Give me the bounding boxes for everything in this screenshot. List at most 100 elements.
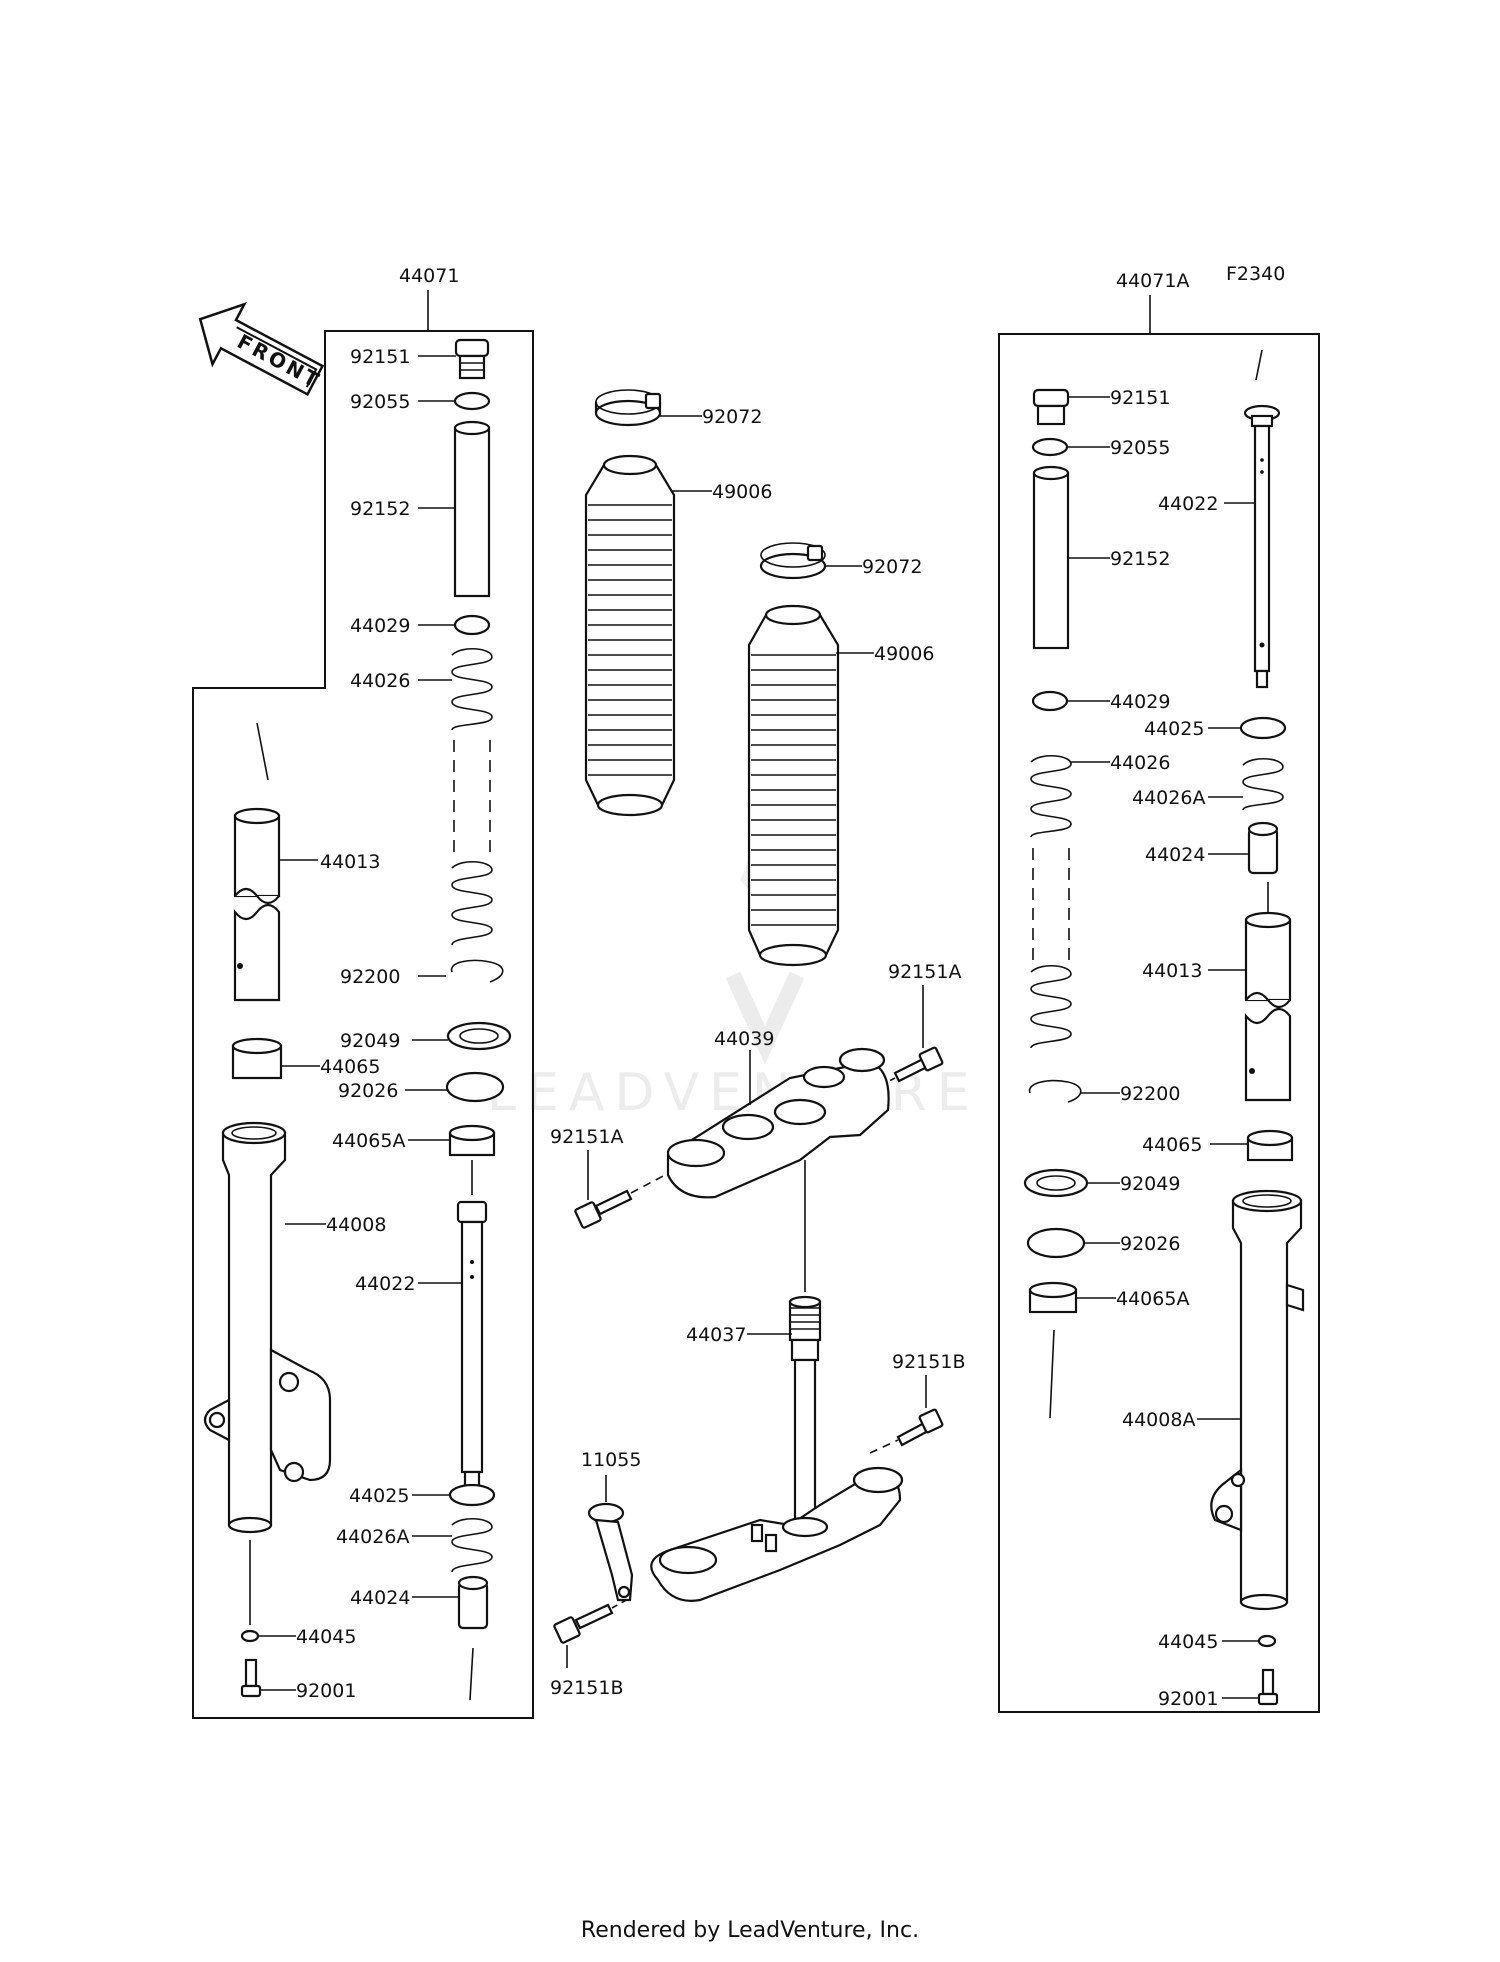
upper-bolt-right bbox=[864, 985, 944, 1094]
center-label-92072-1: 92072 bbox=[702, 406, 762, 428]
right-cylinder bbox=[1243, 349, 1281, 689]
right-guide-bushing bbox=[1246, 1129, 1294, 1162]
dust-boot-2 bbox=[747, 604, 840, 967]
boot-clamp-2 bbox=[759, 542, 827, 580]
right-label-44024: 44024 bbox=[1145, 844, 1205, 866]
right-label-92026: 92026 bbox=[1120, 1233, 1180, 1255]
boot-clamp-1 bbox=[594, 389, 662, 427]
steering-stem bbox=[788, 1160, 822, 1532]
left-label-92200: 92200 bbox=[340, 966, 400, 988]
right-label-44022: 44022 bbox=[1158, 493, 1218, 515]
left-piston-ring bbox=[233, 722, 281, 1002]
right-label-44025: 44025 bbox=[1144, 718, 1204, 740]
left-label-44013: 44013 bbox=[320, 851, 380, 873]
left-gasket bbox=[240, 1540, 260, 1643]
left-label-44045: 44045 bbox=[296, 1626, 356, 1648]
left-spring bbox=[451, 648, 493, 946]
left-circlip bbox=[450, 959, 504, 983]
center-label-44039: 44039 bbox=[714, 1028, 774, 1050]
right-label-92151: 92151 bbox=[1110, 387, 1170, 409]
right-label-44013: 44013 bbox=[1142, 960, 1202, 982]
right-fork-assembly: 44071A 92151 92055 44022 921 bbox=[998, 270, 1320, 1713]
left-guide-bushing-a bbox=[448, 1124, 496, 1157]
right-gasket bbox=[1257, 1634, 1277, 1648]
right-label-44065: 44065 bbox=[1142, 1134, 1202, 1156]
right-o-ring bbox=[1031, 437, 1069, 457]
right-outer-tube bbox=[1210, 1189, 1305, 1611]
right-washer-top bbox=[1031, 690, 1069, 712]
left-washer-bottom bbox=[448, 1483, 496, 1507]
right-label-92200: 92200 bbox=[1120, 1083, 1180, 1105]
right-label-44008a: 44008A bbox=[1122, 1409, 1195, 1431]
center-label-49006-2: 49006 bbox=[874, 643, 934, 665]
right-bottom-bolt bbox=[1257, 1668, 1279, 1706]
left-label-44026: 44026 bbox=[350, 670, 410, 692]
left-fork-assembly: 44071 92151 92055 92152 44029 bbox=[192, 265, 534, 1719]
right-circlip bbox=[1028, 1079, 1082, 1103]
left-oil-lock bbox=[457, 1575, 489, 1701]
right-guide-bushing-a bbox=[1028, 1281, 1078, 1419]
left-washer-top bbox=[453, 614, 491, 636]
left-cylinder bbox=[456, 1160, 488, 1499]
left-label-44025: 44025 bbox=[349, 1485, 409, 1507]
figure-code: F2340 bbox=[1226, 263, 1285, 285]
left-label-44024: 44024 bbox=[350, 1587, 410, 1609]
lower-bolt-right bbox=[869, 1375, 944, 1454]
left-label-44065: 44065 bbox=[320, 1056, 380, 1078]
left-label-92001: 92001 bbox=[296, 1680, 356, 1702]
lower-bracket bbox=[650, 1466, 904, 1602]
right-label-92001: 92001 bbox=[1158, 1688, 1218, 1710]
right-label-44029: 44029 bbox=[1110, 691, 1170, 713]
center-label-92151a-2: 92151A bbox=[550, 1126, 623, 1148]
left-label-44022: 44022 bbox=[355, 1273, 415, 1295]
right-washer-seal bbox=[1026, 1227, 1086, 1259]
center-label-44037: 44037 bbox=[686, 1324, 746, 1346]
left-label-44065a: 44065A bbox=[332, 1130, 405, 1152]
left-rebound-spring bbox=[451, 1518, 493, 1573]
right-label-92049: 92049 bbox=[1120, 1173, 1180, 1195]
left-o-ring bbox=[453, 391, 491, 411]
left-label-44029: 44029 bbox=[350, 615, 410, 637]
right-spring bbox=[1030, 755, 1072, 1049]
left-label-92055: 92055 bbox=[350, 391, 410, 413]
left-label-44008: 44008 bbox=[326, 1214, 386, 1236]
left-bottom-bolt bbox=[240, 1658, 262, 1698]
right-label-44026: 44026 bbox=[1110, 752, 1170, 774]
left-label-44026a: 44026A bbox=[336, 1526, 409, 1548]
left-washer-seal bbox=[445, 1071, 505, 1103]
lower-bolt-left bbox=[553, 1597, 631, 1668]
left-guide-bushing bbox=[231, 1037, 283, 1080]
left-label-92152: 92152 bbox=[350, 498, 410, 520]
footer-credit: Rendered by LeadVenture, Inc. bbox=[580, 1918, 920, 1943]
right-label-92152: 92152 bbox=[1110, 548, 1170, 570]
left-outer-tube bbox=[203, 1121, 332, 1534]
left-cap-bolt bbox=[454, 338, 490, 380]
center-label-92151a-1: 92151A bbox=[888, 961, 961, 983]
center-label-49006-1: 49006 bbox=[712, 481, 772, 503]
dust-boot-1 bbox=[584, 454, 676, 817]
upper-bolt-left bbox=[574, 1150, 666, 1229]
upper-bracket bbox=[666, 1047, 890, 1199]
left-assembly-label: 44071 bbox=[399, 265, 459, 287]
right-washer-bottom bbox=[1239, 716, 1287, 740]
right-oil-seal bbox=[1023, 1168, 1089, 1198]
front-arrow: FRONT bbox=[198, 301, 325, 396]
right-label-44065a: 44065A bbox=[1116, 1288, 1189, 1310]
right-label-44045: 44045 bbox=[1158, 1631, 1218, 1653]
left-label-92151: 92151 bbox=[350, 346, 410, 368]
grommet-stay bbox=[587, 1475, 634, 1602]
right-piston-ring bbox=[1244, 882, 1292, 1102]
right-rebound-spring bbox=[1242, 758, 1284, 811]
center-label-92151b-2: 92151B bbox=[550, 1677, 623, 1699]
left-label-92049: 92049 bbox=[340, 1030, 400, 1052]
right-collar bbox=[1032, 465, 1070, 650]
left-label-92026: 92026 bbox=[338, 1080, 398, 1102]
right-oil-lock bbox=[1247, 821, 1279, 875]
right-label-92055: 92055 bbox=[1110, 437, 1170, 459]
center-label-92072-2: 92072 bbox=[862, 556, 922, 578]
center-label-92151b-1: 92151B bbox=[892, 1351, 965, 1373]
left-collar bbox=[453, 420, 491, 598]
center-steering-assembly: 92072 49006 92072 49006 bbox=[550, 389, 965, 1699]
left-oil-seal bbox=[446, 1021, 512, 1051]
